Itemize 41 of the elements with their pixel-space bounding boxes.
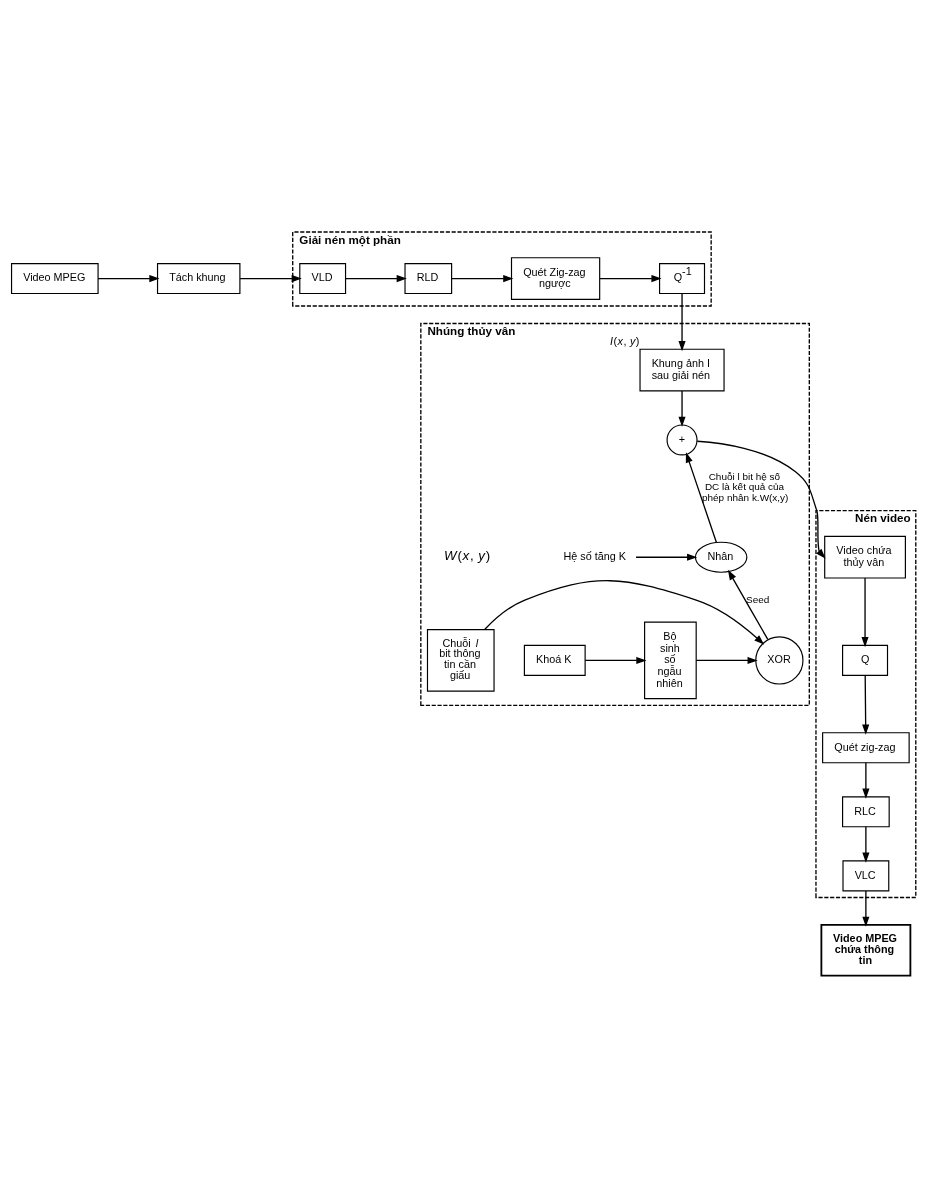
node-box: Bộ sinh số ngẫu nhiên — [644, 621, 697, 700]
node-box: Quét Zig-zag ngược — [510, 257, 601, 300]
node-box: Video MPEG chứa thông tin — [820, 924, 912, 977]
arrow — [696, 440, 826, 559]
arrow — [685, 452, 718, 543]
arrow — [484, 580, 765, 645]
node-circle: + — [666, 424, 698, 456]
node-box: Video MPEG — [10, 263, 99, 295]
node-box: Video chứa thủy vân — [824, 535, 906, 579]
arrow — [635, 553, 698, 561]
node-box: Tách khung — [156, 263, 241, 295]
arrow — [862, 674, 870, 735]
edge-label: Seed — [746, 593, 770, 605]
node-box: Q — [842, 644, 889, 676]
node-box: VLC — [842, 860, 890, 892]
node-text: Hệ số tăng K — [563, 550, 626, 563]
arrow — [678, 390, 686, 427]
arrow — [599, 275, 662, 283]
arrow — [584, 656, 647, 664]
arrow — [451, 275, 514, 283]
node-box: RLD — [404, 263, 453, 295]
node-box: Khoá K — [523, 644, 586, 676]
arrow — [862, 762, 870, 799]
arrow — [97, 275, 160, 283]
arrow — [345, 275, 407, 283]
arrow — [695, 656, 758, 664]
node-ellipse: Nhân — [694, 541, 748, 573]
arrow — [861, 577, 869, 648]
arrow — [862, 890, 870, 927]
node-box: VLD — [299, 263, 347, 295]
node-box: Khung ảnh I sau giải nén — [639, 348, 725, 392]
node-box: RLC — [842, 796, 890, 828]
arrow — [862, 826, 870, 863]
node-box: Quét zig-zag — [822, 732, 910, 764]
node-box: Chuỗi l bit thông tin cần giấu — [426, 629, 495, 692]
node-label: I(x, y) — [610, 335, 640, 348]
label: W(x, y) — [444, 547, 491, 563]
arrow — [678, 293, 686, 352]
arrow — [727, 569, 769, 641]
edge-label: Chuỗi l bit hệ số DC là kết quả của phép nhân k.W(x,y) — [702, 470, 789, 504]
arrow — [239, 275, 302, 283]
